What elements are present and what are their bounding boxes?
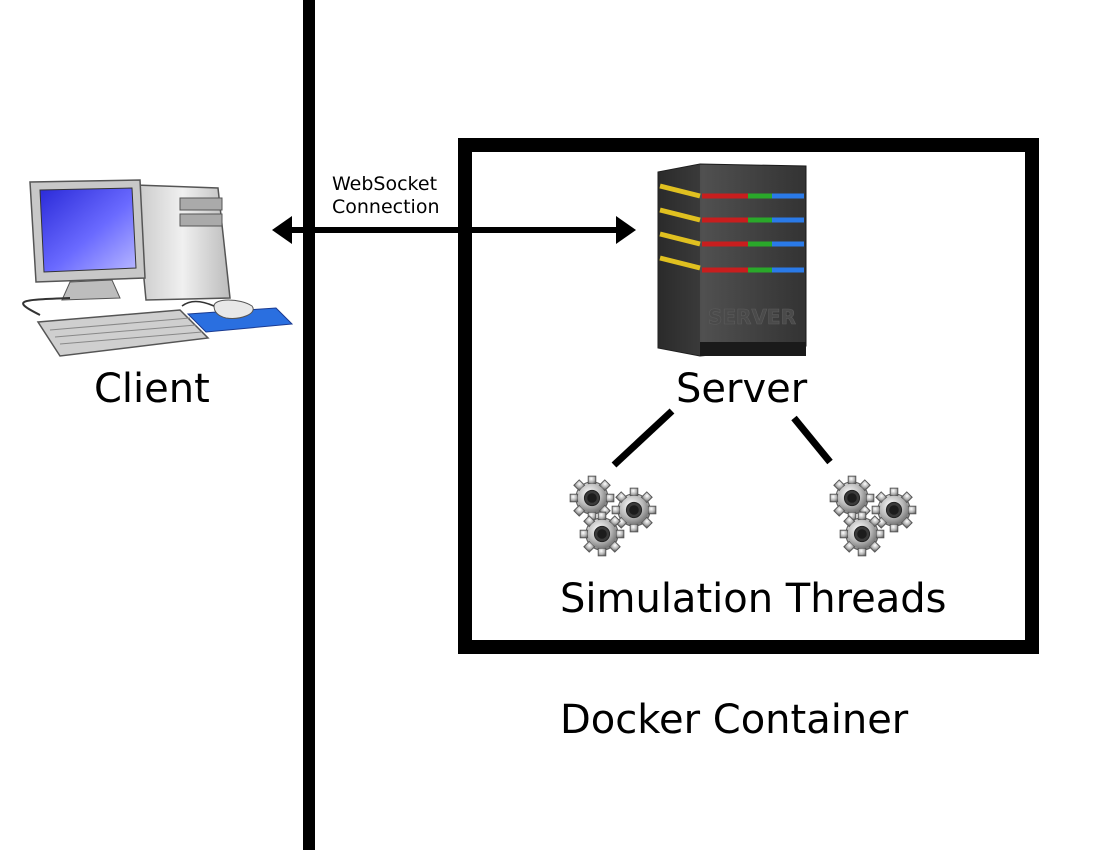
connector-left [611,408,675,468]
gears-icon-right [829,475,917,557]
websocket-label-line2: Connection [332,196,440,218]
simulation-threads-label: Simulation Threads [560,576,947,622]
server-icon: SERVER [657,163,807,357]
client-computer-icon [22,179,294,357]
docker-container-label: Docker Container [560,697,909,743]
server-engraving-text: SERVER [708,305,796,329]
gears-icon-left [569,475,657,557]
client-label: Client [94,366,210,412]
docker-container-frame [458,138,1039,654]
websocket-label-line1: WebSocket [332,173,438,195]
websocket-arrow [272,216,636,244]
websocket-label: WebSocket Connection [332,173,440,219]
server-label: Server [676,366,808,412]
network-divider-line [303,0,315,850]
connector-right [791,415,833,465]
